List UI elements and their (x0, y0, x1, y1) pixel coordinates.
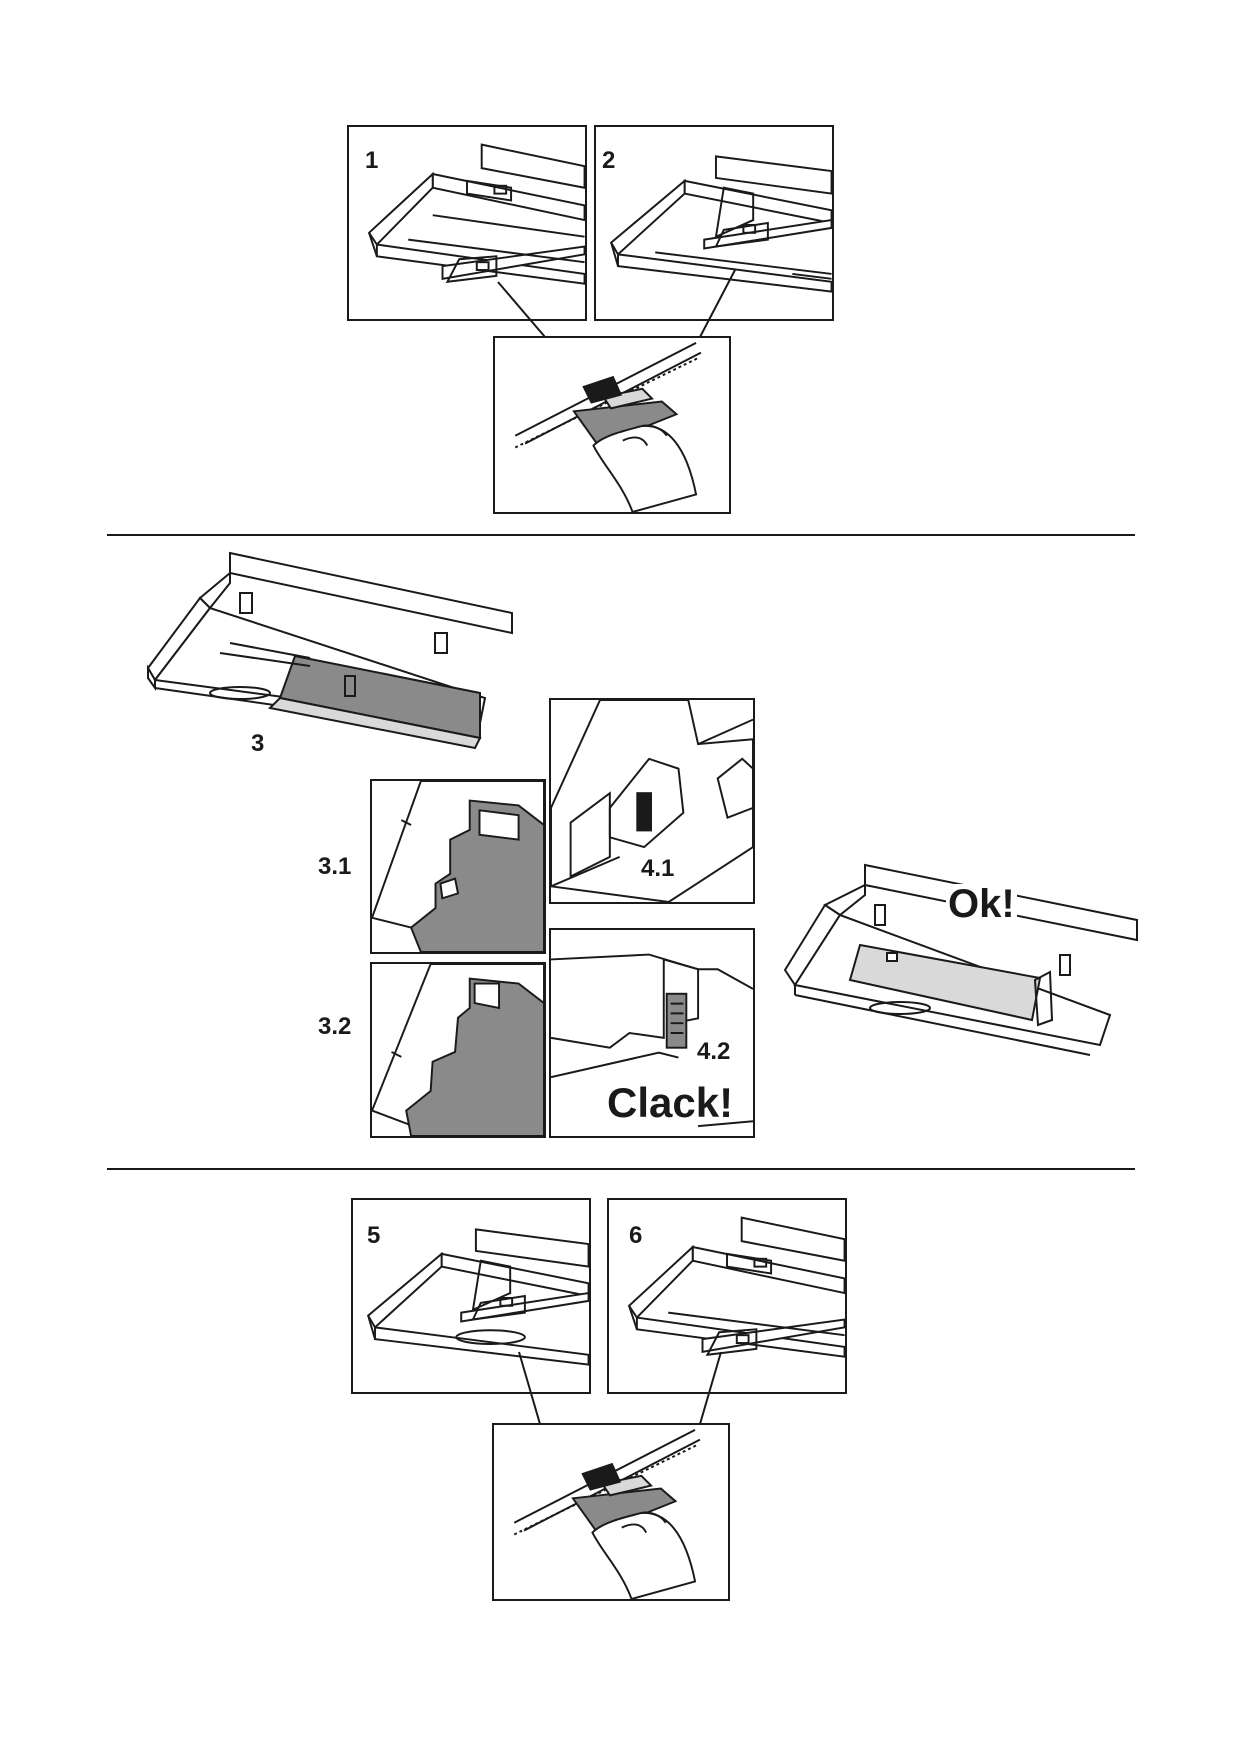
section-divider-2 (107, 1168, 1135, 1170)
detail-connector-lines-top (497, 269, 736, 338)
step-6-panel: 6 (607, 1198, 847, 1394)
detail-release-tab-panel-bottom (492, 1423, 730, 1601)
latch-click-detail-illustration (551, 953, 753, 1128)
step-2-panel: 2 (594, 125, 834, 321)
ok-callout: Ok! (946, 882, 1017, 926)
hand-pressing-tab-illustration (514, 342, 702, 512)
section-divider-1 (107, 534, 1135, 536)
hood-bottom-view-illustration (627, 1216, 845, 1358)
step-4-1-panel: 4.1 (549, 698, 755, 904)
step-5-panel: 5 (351, 1198, 591, 1394)
latch-engage-detail-illustration (551, 700, 753, 902)
step-label-6: 6 (629, 1222, 643, 1249)
filter-hook-detail-illustration (372, 781, 544, 952)
clack-callout: Clack! (607, 1079, 734, 1126)
filter-hook-detail-illustration (372, 964, 544, 1136)
hood-bottom-view-illustration (609, 155, 832, 293)
step-3-hood-insert-filter-illustration (146, 551, 513, 750)
step-label-4-1: 4.1 (641, 855, 675, 882)
step-label-3-2: 3.2 (318, 1013, 352, 1040)
detail-connector-lines-bottom (518, 1351, 722, 1425)
step-label-1: 1 (365, 147, 379, 174)
hand-pressing-tab-illustration (513, 1429, 701, 1599)
step-4-2-panel: 4.2 Clack! (549, 928, 755, 1138)
step-label-2: 2 (602, 147, 616, 174)
step-label-3-1: 3.1 (318, 853, 352, 880)
hood-bottom-view-illustration (367, 143, 585, 285)
step-label-5: 5 (367, 1222, 381, 1249)
step-3-1-panel (370, 779, 546, 954)
hood-bottom-view-illustration (366, 1228, 589, 1366)
detail-release-tab-panel-top (493, 336, 731, 514)
step-1-panel: 1 (347, 125, 587, 321)
step-3-2-panel (370, 962, 546, 1138)
step-label-3: 3 (251, 730, 265, 757)
step-label-4-2: 4.2 (697, 1038, 731, 1065)
